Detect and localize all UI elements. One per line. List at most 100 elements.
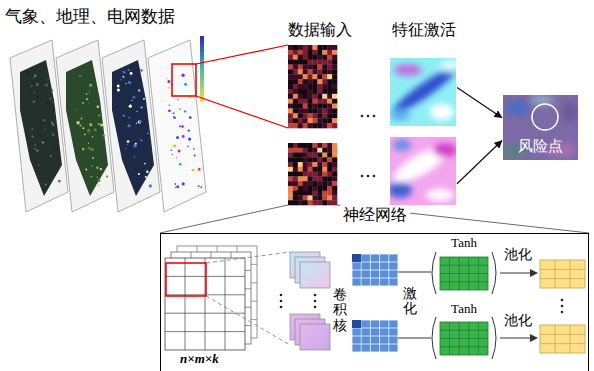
operation-label: 激化	[403, 286, 417, 317]
heatmap-cell	[332, 50, 337, 55]
heatmap-cell	[317, 176, 322, 181]
heatmap-cell	[322, 200, 327, 205]
heatmap-cell	[332, 108, 337, 113]
heatmap-cell	[332, 45, 337, 50]
map-dot	[27, 72, 30, 75]
heatmap-cell	[298, 50, 303, 55]
map-dot	[117, 85, 120, 88]
heatmap-cell	[327, 118, 332, 123]
heatmap-cell	[298, 200, 303, 205]
heatmap-cell	[327, 191, 332, 196]
map-sheets	[26, 69, 202, 188]
heatmap-cell	[308, 143, 313, 148]
pooling-grid	[555, 325, 556, 353]
heatmap-cell	[298, 84, 303, 89]
heatmap-cell	[308, 89, 313, 94]
heatmap-cell	[308, 74, 313, 79]
dashed-lines	[206, 296, 290, 345]
map-dot	[177, 99, 178, 100]
map-dot	[98, 123, 100, 125]
heatmap-cell	[332, 172, 337, 177]
heading: 神经网络	[340, 205, 410, 224]
map-dot	[123, 71, 126, 74]
map-dot	[128, 69, 130, 71]
map-dot	[198, 170, 200, 172]
heatmap-cell	[308, 181, 313, 186]
conv-output-grid	[352, 336, 398, 337]
map-dot	[175, 187, 176, 188]
heatmap-cell	[317, 157, 322, 162]
map-dot	[138, 173, 140, 175]
heatmap-cell	[293, 162, 298, 167]
map-dot	[178, 149, 181, 152]
operation-label: 池化	[504, 313, 532, 330]
feature-map	[390, 58, 456, 126]
heatmap-cell	[332, 167, 337, 172]
heatmap-cell	[313, 89, 318, 94]
heatmap-cell	[327, 200, 332, 205]
pooling-grid	[540, 260, 585, 288]
heading: 数据输入	[288, 20, 352, 39]
map-sheets	[10, 36, 206, 212]
tensor-slice	[165, 294, 245, 295]
feature-map	[390, 182, 412, 198]
heatmap-cell	[322, 89, 327, 94]
arrow-heads	[530, 269, 538, 277]
heatmap-cell	[298, 94, 303, 99]
heatmap-cell	[288, 89, 293, 94]
map-dot	[176, 185, 179, 188]
heatmap-cell	[308, 65, 313, 70]
map-dot	[45, 128, 46, 129]
tensor-slice	[165, 313, 245, 314]
risk-map	[503, 95, 578, 159]
map-dot	[98, 179, 101, 182]
map-sheets	[200, 36, 204, 102]
map-dot	[97, 177, 98, 178]
heatmap-cell	[322, 143, 327, 148]
map-dot	[169, 105, 170, 106]
heatmap-cell	[308, 55, 313, 60]
ellipsis-dots	[280, 294, 564, 314]
heatmap-cell	[303, 186, 308, 191]
map-dot	[88, 103, 89, 104]
heatmap-cell	[303, 123, 308, 128]
heatmap-cell	[293, 148, 298, 153]
map-dot	[176, 136, 179, 139]
heatmap-cell	[332, 84, 337, 89]
heatmap-cell	[322, 167, 327, 172]
heatmap-cell	[322, 55, 327, 60]
heatmap-cell	[288, 50, 293, 55]
heatmap-cell	[303, 79, 308, 84]
heatmap-cell	[298, 118, 303, 123]
heatmap-cell	[313, 113, 318, 118]
heatmap-cell	[313, 79, 318, 84]
map-dot	[43, 119, 46, 122]
heatmap-cell	[313, 84, 318, 89]
heatmap-cell	[322, 181, 327, 186]
map-sheets	[112, 60, 154, 196]
zoom-lines	[337, 205, 589, 233]
feature-maps: 特征激活	[390, 58, 456, 206]
heatmap-cell	[288, 65, 293, 70]
heatmap-cell	[308, 84, 313, 89]
tensor-slice	[165, 276, 245, 277]
heatmap-cell	[298, 195, 303, 200]
heatmap-cell	[288, 79, 293, 84]
heatmap-cell	[313, 50, 318, 55]
feature-grids	[352, 254, 585, 355]
map-dot	[37, 112, 38, 113]
heatmap-cell	[308, 148, 313, 153]
input-heatmap	[288, 45, 337, 205]
map-dot	[49, 98, 51, 100]
ellipsis-dots	[367, 175, 370, 178]
heatmap-cell	[327, 172, 332, 177]
dashed-lines	[206, 252, 290, 345]
heatmap-cell	[332, 60, 337, 65]
conv-kernels	[300, 324, 330, 350]
heatmap-cell	[288, 55, 293, 60]
arrow-heads	[530, 334, 538, 342]
heatmap-cell	[322, 172, 327, 177]
map-dot	[89, 84, 92, 87]
heatmap-cell	[327, 79, 332, 84]
